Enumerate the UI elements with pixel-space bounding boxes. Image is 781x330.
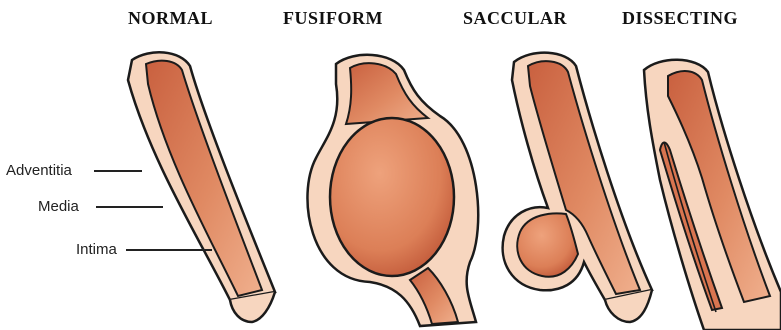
label-intima: Intima — [76, 241, 117, 258]
saccular-sac — [517, 213, 578, 276]
normal-lumen — [146, 61, 262, 296]
fusiform-vessel — [307, 55, 478, 326]
label-media: Media — [38, 198, 79, 215]
label-adventitia: Adventitia — [6, 162, 72, 179]
dissecting-vessel — [644, 60, 781, 330]
saccular-vessel — [503, 53, 652, 322]
normal-vessel — [128, 52, 275, 322]
fusiform-bulge — [330, 118, 454, 276]
